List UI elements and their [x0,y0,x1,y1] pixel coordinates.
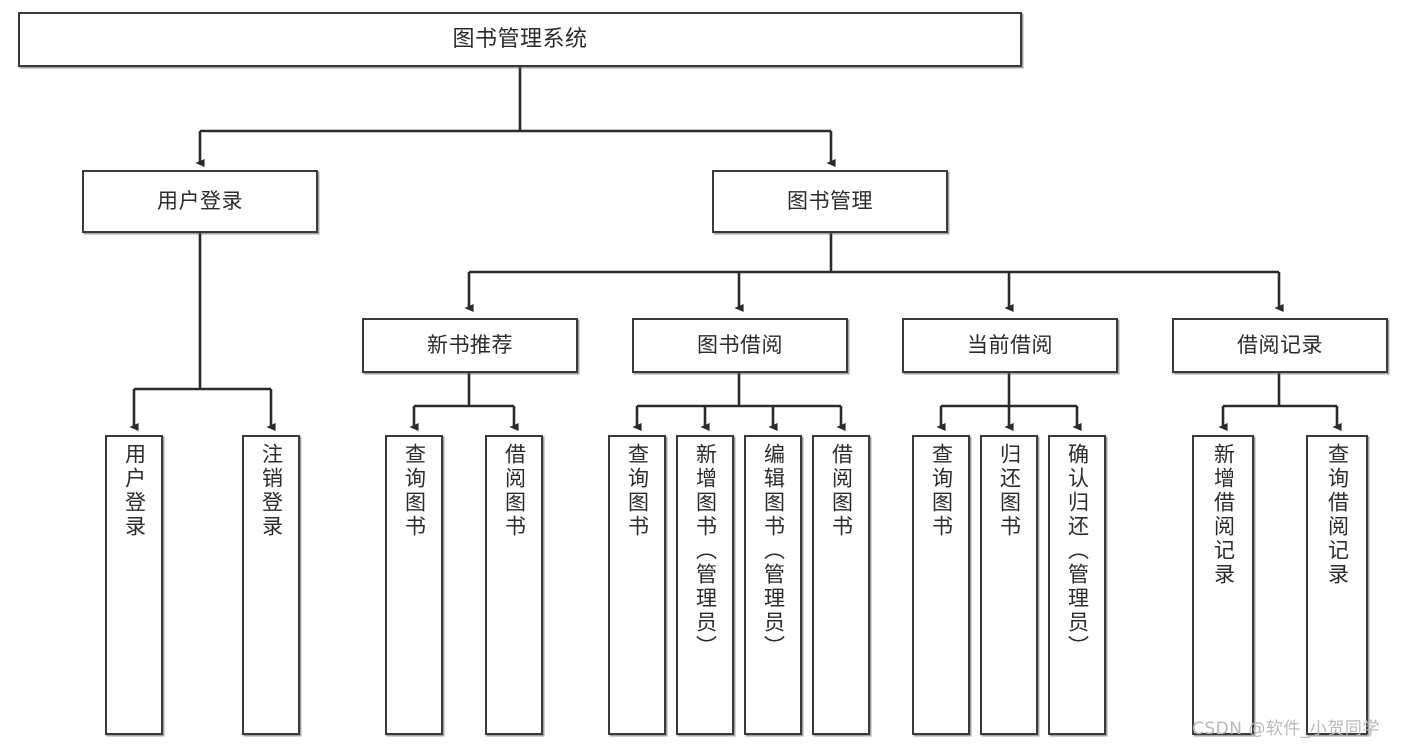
node-leaf-query-borrow-record[interactable]: 查询借阅记录 [1306,435,1368,735]
node-leaf-borrow-book-new-label: 借阅图书 [502,443,527,539]
node-root-system-label: 图书管理系统 [452,26,588,52]
node-leaf-return-book[interactable]: 归还图书 [980,435,1038,735]
node-leaf-query-book-current-label: 查询图书 [929,443,954,539]
node-borrow-record[interactable]: 借阅记录 [1172,318,1388,373]
node-leaf-query-book-current[interactable]: 查询图书 [912,435,970,735]
node-leaf-edit-book-admin[interactable]: 编辑图书（管理员） [744,435,802,735]
node-book-manage[interactable]: 图书管理 [712,170,948,233]
node-leaf-add-borrow-record[interactable]: 新增借阅记录 [1192,435,1254,735]
node-leaf-query-book-borrow-label: 查询图书 [625,443,650,539]
node-leaf-borrow-book-new[interactable]: 借阅图书 [485,435,543,735]
node-root-system[interactable]: 图书管理系统 [18,12,1022,67]
node-leaf-edit-book-admin-label: 编辑图书（管理员） [761,443,786,659]
node-user-login[interactable]: 用户登录 [82,170,318,233]
node-borrow-record-label: 借阅记录 [1237,333,1323,358]
node-current-borrow[interactable]: 当前借阅 [902,318,1118,373]
node-new-book-recommend-label: 新书推荐 [427,333,513,358]
node-leaf-user-login[interactable]: 用户登录 [105,435,163,735]
node-leaf-borrow-book-main-label: 借阅图书 [829,443,854,539]
node-leaf-confirm-return-admin-label: 确认归还（管理员） [1065,443,1090,659]
node-leaf-query-book-new[interactable]: 查询图书 [385,435,443,735]
node-current-borrow-label: 当前借阅 [967,333,1053,358]
node-user-login-label: 用户登录 [157,189,243,214]
node-book-borrow-label: 图书借阅 [697,333,783,358]
node-leaf-query-book-new-label: 查询图书 [402,443,427,539]
node-book-manage-label: 图书管理 [787,189,873,214]
node-new-book-recommend[interactable]: 新书推荐 [362,318,578,373]
node-leaf-add-book-admin-label: 新增图书（管理员） [693,443,718,659]
node-leaf-query-borrow-record-label: 查询借阅记录 [1325,443,1350,587]
node-leaf-add-borrow-record-label: 新增借阅记录 [1211,443,1236,587]
node-leaf-confirm-return-admin[interactable]: 确认归还（管理员） [1048,435,1106,735]
node-leaf-query-book-borrow[interactable]: 查询图书 [608,435,666,735]
node-leaf-return-book-label: 归还图书 [997,443,1022,539]
node-book-borrow[interactable]: 图书借阅 [632,318,848,373]
node-leaf-borrow-book-main[interactable]: 借阅图书 [812,435,870,735]
node-leaf-user-login-label: 用户登录 [122,443,147,539]
node-leaf-logout-label: 注销登录 [259,443,284,539]
node-leaf-logout[interactable]: 注销登录 [242,435,300,735]
node-leaf-add-book-admin[interactable]: 新增图书（管理员） [676,435,734,735]
